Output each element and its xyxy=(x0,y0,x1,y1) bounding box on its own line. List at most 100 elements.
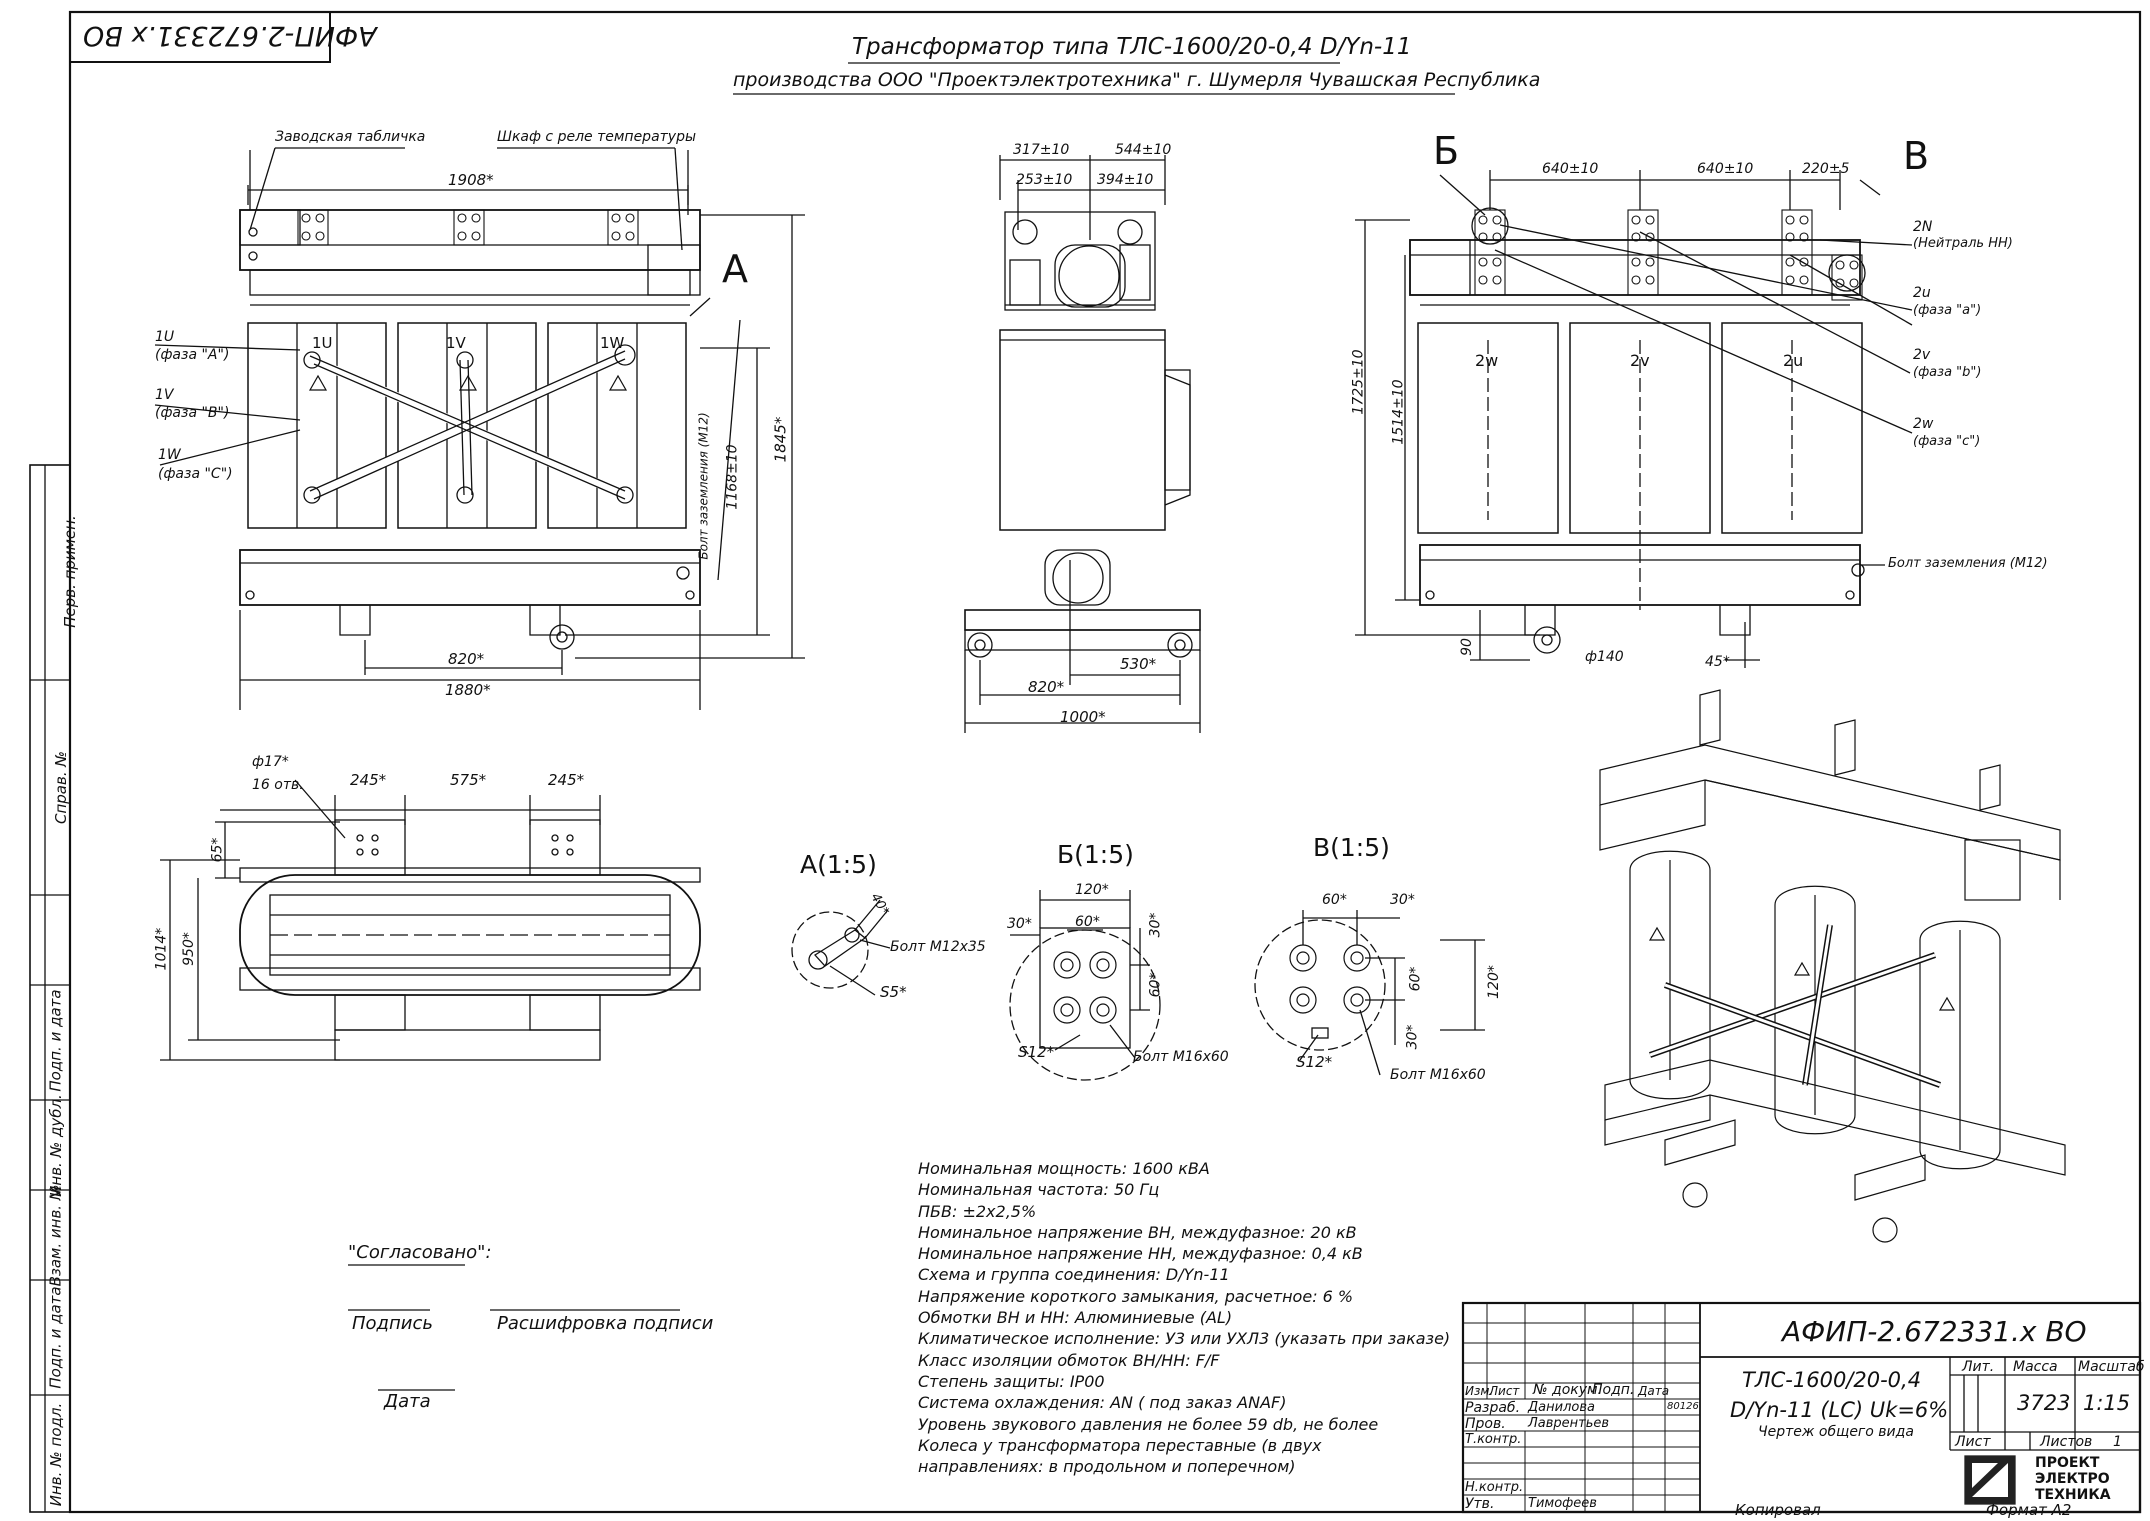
label-2w: 2w xyxy=(1913,416,1934,432)
spec-line: Система охлаждения: AN ( под заказ ANAF) xyxy=(918,1393,1287,1413)
tb-tkontr: Т.контр. xyxy=(1465,1432,1522,1447)
detail-b-title: Б(1:5) xyxy=(1057,840,1134,869)
spec-line: Класс изоляции обмоток ВН/НН: F/F xyxy=(918,1350,1220,1370)
coil-2w: 2w xyxy=(1475,351,1499,370)
strip-podp-data-2: Подп. и дата xyxy=(46,1286,65,1389)
detail-b-dim-60: 60* xyxy=(1075,914,1100,930)
spec-line: Уровень звукового давления не более 59 d… xyxy=(918,1414,1379,1434)
dim-820-side: 820* xyxy=(1028,678,1065,696)
rear-view xyxy=(1355,170,1913,668)
tb-col-list: Лист xyxy=(1489,1384,1520,1398)
label-2v: 2v xyxy=(1913,347,1931,363)
strip-podp-data-1: Подп. и дата xyxy=(46,989,65,1092)
tb-utv: Утв. xyxy=(1465,1496,1495,1512)
dim-245-b: 245* xyxy=(548,771,585,789)
detail-v xyxy=(1254,910,1485,1076)
tb-format: Формат А2 xyxy=(1986,1501,2072,1519)
tb-col-data: Дата xyxy=(1638,1384,1670,1398)
drawing-subtitle: производства ООО "Проектэлектротехника" … xyxy=(733,69,1541,91)
ground-bolt-front: Болт заземления (М12) xyxy=(696,412,711,560)
tb-col-izm: Изм. xyxy=(1465,1384,1494,1398)
ground-bolt-rear: Болт заземления (М12) xyxy=(1888,556,2048,571)
phase-1w-name: (фаза "С") xyxy=(158,466,233,482)
dim-1514: 1514±10 xyxy=(1390,379,1407,445)
dim-394: 394±10 xyxy=(1097,172,1154,188)
detail-a-title: А(1:5) xyxy=(800,850,877,879)
tb-col-podp: Подп. xyxy=(1592,1382,1635,1398)
detail-b-s12: S12* xyxy=(1018,1043,1055,1061)
dim-950: 950* xyxy=(180,932,197,966)
coil-1v: 1V xyxy=(446,334,466,352)
tb-scale-value: 1:15 xyxy=(2083,1391,2131,1415)
tb-logo-3: ТЕХНИКА xyxy=(2035,1487,2111,1503)
approval-signature: Подпись xyxy=(352,1313,433,1334)
tb-razrab-date: 80126 xyxy=(1667,1401,1699,1412)
detail-v-bolt: Болт М16х60 xyxy=(1390,1067,1486,1083)
tb-sheet: Лист xyxy=(1955,1434,1991,1450)
strip-vzam-inv: Взам. инв. № xyxy=(46,1184,65,1287)
strip-inv-podl: Инв. № подл. xyxy=(47,1402,66,1507)
detail-v-dim-30a: 30* xyxy=(1390,892,1415,908)
view-marker-a: А xyxy=(722,247,748,291)
coil-1w: 1W xyxy=(600,334,625,352)
dim-1845: 1845* xyxy=(771,416,790,463)
detail-b-dim-30a: 30* xyxy=(1007,916,1032,932)
approval-lines xyxy=(348,1264,680,1391)
dim-317: 317±10 xyxy=(1013,142,1070,158)
dim-1000: 1000* xyxy=(1060,708,1106,726)
phase-1w-tag: 1W xyxy=(158,447,181,463)
view-marker-v: В xyxy=(1903,134,1930,178)
dim-640-a: 640±10 xyxy=(1542,161,1599,177)
phase-1u-name: (фаза "А") xyxy=(155,347,230,363)
tb-prov: Пров. xyxy=(1465,1416,1506,1432)
dim-530: 530* xyxy=(1120,655,1157,673)
spec-line: Напряжение короткого замыкания, расчетно… xyxy=(918,1286,1354,1306)
approval-decoding: Расшифровка подписи xyxy=(497,1313,714,1334)
holes-diameter: ф17* xyxy=(252,754,289,770)
label-2u: 2u xyxy=(1913,285,1931,301)
tb-razrab: Разраб. xyxy=(1465,1400,1521,1416)
label-factory-plate: Заводская табличка xyxy=(275,129,426,145)
detail-a xyxy=(791,899,891,996)
tb-logo-2: ЭЛЕКТРО xyxy=(2035,1471,2110,1487)
spec-line: Обмотки ВН и НН: Алюминиевые (AL) xyxy=(918,1308,1233,1328)
front-view xyxy=(154,147,805,710)
label-2u-sub: (фаза "а") xyxy=(1913,303,1982,318)
tb-prov-name: Лаврентьев xyxy=(1528,1416,1610,1431)
dim-575: 575* xyxy=(450,771,487,789)
detail-v-title: В(1:5) xyxy=(1313,833,1390,862)
spec-line: Степень защиты: IP00 xyxy=(918,1371,1105,1391)
tb-name-2: D/Yn-11 (LC) Uk=6% xyxy=(1730,1398,1949,1422)
tb-doc-code: АФИП-2.672331.х ВО xyxy=(1782,1315,2087,1348)
strip-inv-dubl: Инв. № дубл. xyxy=(46,1094,65,1197)
dim-45: 45* xyxy=(1705,654,1730,670)
spec-line: направлениях: в продольном и поперечном) xyxy=(918,1457,1296,1477)
detail-b-dim-60v: 60* xyxy=(1147,972,1164,998)
spec-line: Номинальная мощность: 1600 кВА xyxy=(918,1159,1210,1178)
label-2n-sub: (Нейтраль НН) xyxy=(1913,236,2013,251)
dim-245-a: 245* xyxy=(350,771,387,789)
dim-1014: 1014* xyxy=(153,927,170,971)
dim-90: 90 xyxy=(1458,638,1475,656)
tb-copied: Копировал xyxy=(1735,1501,1821,1519)
tb-utv-name: Тимофеев xyxy=(1528,1496,1597,1511)
label-2n: 2N xyxy=(1913,219,1933,235)
tb-mass-value: 3723 xyxy=(2017,1391,2071,1415)
coil-2v: 2v xyxy=(1630,351,1650,370)
label-2w-sub: (фаза "с") xyxy=(1913,434,1981,449)
dim-65: 65* xyxy=(209,837,226,863)
detail-v-dim-30b: 30* xyxy=(1404,1024,1421,1050)
tb-logo-1: ПРОЕКТ xyxy=(2035,1455,2100,1471)
dim-220: 220±5 xyxy=(1802,161,1850,177)
coil-1u: 1U xyxy=(312,334,333,352)
side-view xyxy=(964,155,1201,733)
holes-count: 16 отв. xyxy=(252,777,304,793)
spec-line: Схема и группа соединения: D/Yn-11 xyxy=(918,1265,1230,1285)
title-underlines xyxy=(733,62,1455,95)
dim-1168: 1168±10 xyxy=(724,444,741,510)
company-logo xyxy=(1964,1455,2016,1505)
detail-a-s5: S5* xyxy=(880,983,907,1001)
detail-v-s12: S12* xyxy=(1296,1053,1333,1071)
tb-lit: Лит. xyxy=(1962,1359,1995,1375)
